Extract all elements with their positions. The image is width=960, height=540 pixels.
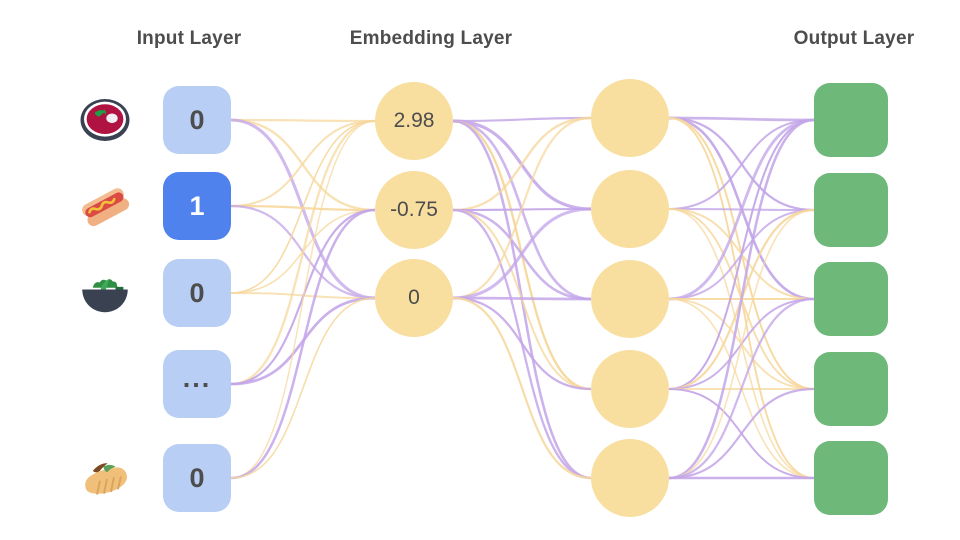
salad-bowl-icon [82,279,128,313]
embedding-value: 2.98 [393,109,435,132]
input-box-0[interactable]: 0 [163,86,231,154]
embedding-node-0[interactable]: 2.98 [375,82,453,160]
hidden-node-2[interactable] [591,260,669,338]
embedding-value: 0 [408,286,420,309]
output-box-0[interactable] [814,83,888,157]
input-value: 0 [189,277,205,308]
hot-dog-icon [82,188,130,227]
hidden-node-3[interactable] [591,350,669,428]
input-value: 0 [189,462,205,493]
input-box-ellipsis[interactable]: ... [163,350,231,418]
input-box-1[interactable]: 1 [163,172,231,240]
input-value: ... [182,362,212,393]
hidden-node-4[interactable] [591,439,669,517]
burrito-icon [85,463,127,495]
layer-title-input: Input Layer [136,28,242,49]
input-value: 0 [189,104,205,135]
layer-title-embedding: Embedding Layer [349,28,513,49]
input-box-2[interactable]: 0 [163,259,231,327]
hidden-node-0[interactable] [591,79,669,157]
input-box-4[interactable]: 0 [163,444,231,512]
embedding-value: -0.75 [390,198,438,221]
embedding-node-1[interactable]: -0.75 [375,171,453,249]
output-box-1[interactable] [814,173,888,247]
beet-soup-bowl-icon [80,99,130,141]
embedding-node-2[interactable]: 0 [375,259,453,337]
layer-title-output: Output Layer [793,28,915,49]
output-box-2[interactable] [814,262,888,336]
hidden-node-1[interactable] [591,170,669,248]
output-box-4[interactable] [814,441,888,515]
input-value: 1 [189,190,205,221]
output-box-3[interactable] [814,352,888,426]
